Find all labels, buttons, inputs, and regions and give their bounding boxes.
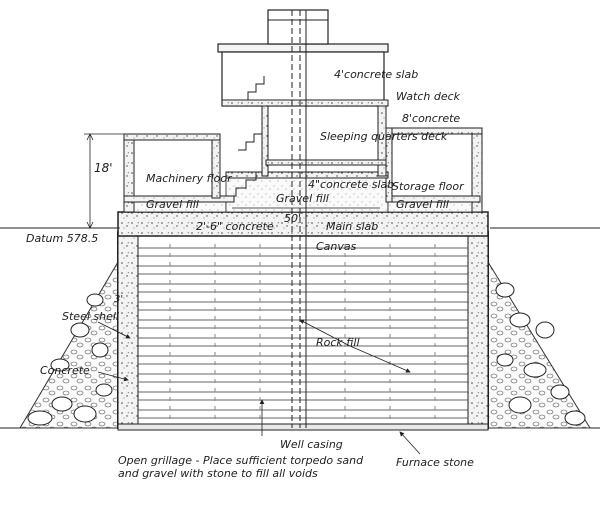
label-concrete-side: Concrete: [40, 364, 90, 377]
label-sleeping-quarters: Sleeping quarters deck: [320, 130, 448, 143]
riprap-right: [487, 260, 591, 429]
gravel-fill-areas: [131, 175, 475, 213]
watch-tower: [217, 9, 389, 428]
label-dim-50: 50': [284, 212, 301, 225]
label-datum: Datum 578.5: [26, 232, 98, 245]
label-grillage-line2: and gravel with stone to fill all voids: [118, 467, 318, 480]
label-concrete-slab-top: 4'concrete slab: [334, 68, 418, 81]
leader-lines: [97, 319, 421, 455]
label-steel-shell: Steel shell: [62, 310, 119, 323]
label-8-concrete: 8'concrete: [402, 112, 460, 125]
label-dim-3: 3': [114, 294, 123, 305]
label-well-casing: Well casing: [280, 438, 343, 451]
crib-foundation: [117, 231, 489, 431]
label-dim-18: 18': [94, 161, 113, 175]
label-main-slab: Main slab: [326, 220, 378, 233]
label-concrete-main: 2'-6" concrete: [196, 220, 274, 233]
riprap-left: [19, 260, 119, 429]
label-watch-deck: Watch deck: [396, 90, 461, 103]
main-slab: [117, 211, 489, 237]
open-grillage: [117, 423, 489, 431]
dimension-18: [84, 133, 124, 229]
label-gravel-fill-center: Gravel fill: [276, 192, 329, 205]
label-rock-fill: Rock fill: [316, 336, 360, 349]
label-furnace-stone: Furnace stone: [396, 456, 474, 469]
label-machinery-floor: Machinery floor: [146, 172, 233, 185]
label-gravel-fill-left: Gravel fill: [146, 198, 199, 211]
label-canvas: Canvas: [316, 240, 357, 253]
crib-timbers: [138, 244, 468, 424]
label-storage-floor: Storage floor: [392, 180, 465, 193]
label-gravel-fill-right: Gravel fill: [396, 198, 449, 211]
label-concrete-slab-mid: 4"concrete slab: [308, 178, 394, 191]
lower-deck-structure: [123, 127, 483, 213]
label-grillage-line1: Open grillage - Place sufficient torpedo…: [118, 454, 364, 467]
